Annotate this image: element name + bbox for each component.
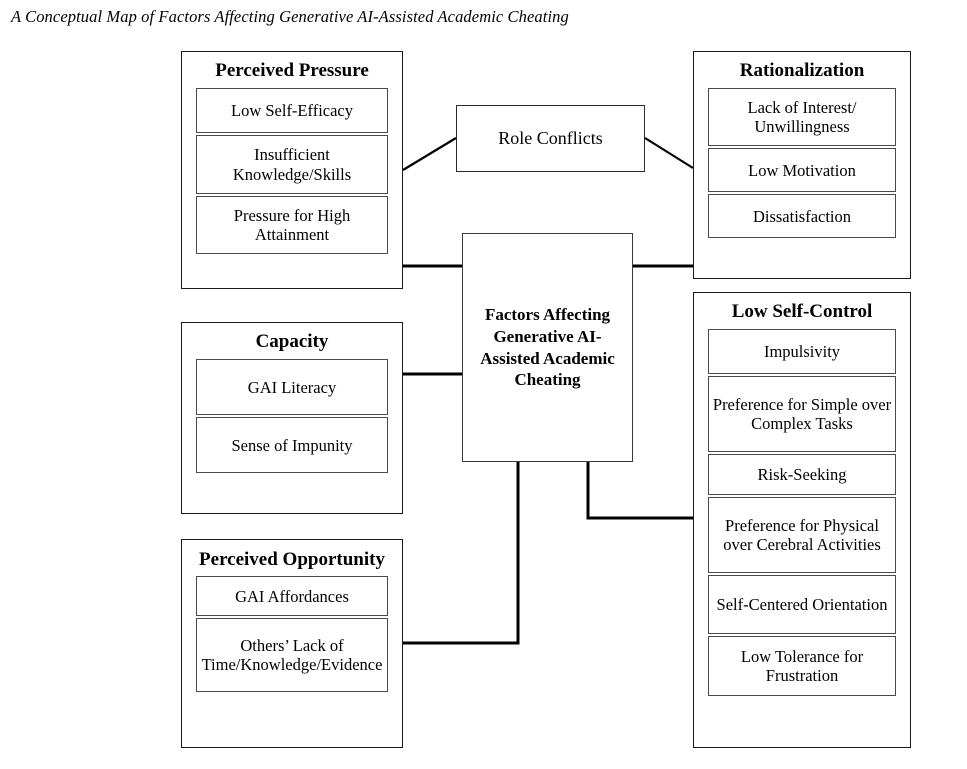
edge-center-to-opportunity — [403, 462, 520, 645]
sub-list-capacity: GAI Literacy Sense of Impunity — [182, 359, 402, 485]
factor-box[interactable]: Dissatisfaction — [708, 194, 896, 239]
group-capacity[interactable]: Capacity GAI Literacy Sense of Impunity — [181, 322, 403, 514]
factor-box[interactable]: Low Motivation — [708, 148, 896, 193]
sub-list-perceived-pressure: Low Self-Efficacy Insufficient Knowledge… — [182, 88, 402, 266]
group-title-capacity: Capacity — [255, 331, 329, 352]
factor-box[interactable]: Low Self-Efficacy — [196, 88, 388, 134]
group-perceived-opportunity[interactable]: Perceived Opportunity GAI Affordances Ot… — [181, 539, 403, 748]
factor-box[interactable]: Others’ Lack of Time/Knowledge/Evidence — [196, 618, 388, 693]
edge-pressure-to-role-conflicts — [402, 137, 457, 171]
group-rationalization[interactable]: Rationalization Lack of Interest/ Unwill… — [693, 51, 911, 279]
group-title-rationalization: Rationalization — [739, 60, 865, 81]
factor-box[interactable]: Low Tolerance for Frustration — [708, 636, 896, 697]
group-title-perceived-opportunity: Perceived Opportunity — [199, 549, 385, 570]
group-title-perceived-pressure: Perceived Pressure — [215, 60, 369, 81]
sub-list-low-self-control: Impulsivity Preference for Simple over C… — [694, 329, 910, 708]
factor-box[interactable]: Preference for Physical over Cerebral Ac… — [708, 497, 896, 574]
factor-box[interactable]: Pressure for High Attainment — [196, 196, 388, 255]
factor-box[interactable]: Insufficient Knowledge/Skills — [196, 135, 388, 195]
edge-role-conflicts-to-rationalization — [644, 137, 694, 169]
factor-box[interactable]: Risk-Seeking — [708, 454, 896, 496]
factor-box[interactable]: GAI Literacy — [196, 359, 388, 416]
factor-box[interactable]: Impulsivity — [708, 329, 896, 375]
group-perceived-pressure[interactable]: Perceived Pressure Low Self-Efficacy Ins… — [181, 51, 403, 289]
page-title: A Conceptual Map of Factors Affecting Ge… — [11, 7, 569, 26]
edge-center-to-low-self-control — [586, 462, 693, 520]
factor-box[interactable]: Lack of Interest/ Unwillingness — [708, 88, 896, 147]
factor-box[interactable]: Self-Centered Orientation — [708, 575, 896, 635]
sub-list-perceived-opportunity: GAI Affordances Others’ Lack of Time/Kno… — [182, 576, 402, 704]
sub-list-rationalization: Lack of Interest/ Unwillingness Low Moti… — [694, 88, 910, 250]
factor-box[interactable]: Sense of Impunity — [196, 417, 388, 474]
box-center-factors[interactable]: Factors Affecting Generative AI-Assisted… — [462, 233, 633, 462]
factor-box[interactable]: Preference for Simple over Complex Tasks — [708, 376, 896, 453]
factor-box[interactable]: GAI Affordances — [196, 576, 388, 617]
group-low-self-control[interactable]: Low Self-Control Impulsivity Preference … — [693, 292, 911, 748]
box-role-conflicts[interactable]: Role Conflicts — [456, 105, 645, 172]
group-title-low-self-control: Low Self-Control — [731, 301, 873, 322]
